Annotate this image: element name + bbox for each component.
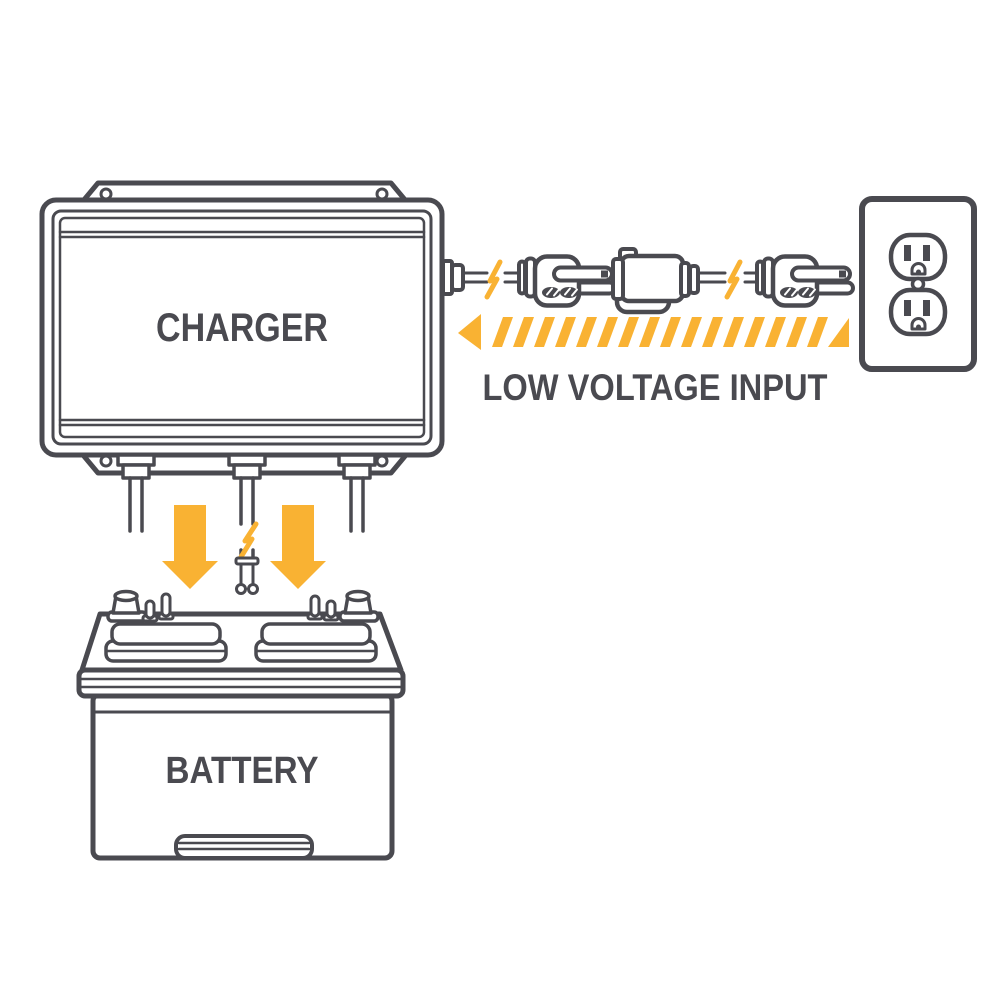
outlet-receptacle-upper xyxy=(888,232,948,282)
charger-case-inner-frame2 xyxy=(58,216,426,439)
cable-gland-icon xyxy=(232,463,262,480)
cable-break-bolt-icon xyxy=(484,259,503,300)
down-arrow-icon xyxy=(270,505,326,589)
ground-hole-icon xyxy=(910,317,927,331)
terminal-post-top xyxy=(345,589,371,603)
ring-terminal-icon xyxy=(247,583,259,595)
outlet-slot-icon xyxy=(904,300,911,316)
cable-gland-icon xyxy=(342,463,372,480)
battery-terminals xyxy=(106,589,380,623)
charger-panel-ridges xyxy=(58,230,426,427)
charger-cable-glands xyxy=(116,453,377,480)
terminal-stud-icon xyxy=(309,594,321,618)
outlet-slot-icon xyxy=(923,245,930,261)
terminal-stud-icon xyxy=(325,599,337,619)
charge-flow-arrows xyxy=(162,505,326,589)
ground-hole-icon xyxy=(910,262,927,276)
charger-cord-gland xyxy=(450,263,465,292)
battery-cell-caps xyxy=(104,622,378,663)
battery-ledge-ridges xyxy=(177,841,311,851)
cable-clamp xyxy=(234,556,260,566)
terminal-stud-icon xyxy=(160,592,172,618)
outlet-receptacle-lower xyxy=(888,287,948,337)
charger-case-inner-frame xyxy=(51,209,433,446)
battery-lid-rim xyxy=(76,667,406,699)
ring-terminal-icon xyxy=(235,583,247,595)
ground-hole-dot xyxy=(916,269,921,275)
battery-label: BATTERY xyxy=(166,750,319,792)
terminal-stud-icon xyxy=(144,599,156,620)
cable-break-bolt-icon xyxy=(238,521,259,560)
down-arrow-icon xyxy=(162,505,218,589)
terminal-post-top xyxy=(113,589,139,603)
battery-rim-ridges xyxy=(77,677,405,689)
low-voltage-arrow: LOW VOLTAGE INPUT xyxy=(458,314,849,408)
battery-lead-wires xyxy=(239,562,255,586)
ac-plug-icon xyxy=(519,257,615,306)
cable-gland-icon xyxy=(121,463,151,480)
ground-hole-dot xyxy=(916,324,921,330)
charger-label: CHARGER xyxy=(156,306,328,350)
ac-plug-icon xyxy=(757,257,853,306)
low-voltage-cord xyxy=(441,247,853,315)
cable-break-bolt-icon xyxy=(724,259,743,300)
battery-bottom-ledge xyxy=(174,834,314,860)
wall-outlet xyxy=(859,196,977,372)
cell-cap xyxy=(260,622,372,646)
arrow-head-left-icon xyxy=(458,314,481,350)
charger: CHARGER xyxy=(39,180,445,595)
arrow-stripes xyxy=(492,317,849,347)
outlet-slot-icon xyxy=(904,245,911,261)
outlet-slot-icon xyxy=(923,300,930,316)
battery: BATTERY xyxy=(76,589,406,861)
cell-cap xyxy=(110,622,222,646)
extension-socket-icon xyxy=(611,247,700,315)
low-voltage-input-label: LOW VOLTAGE INPUT xyxy=(483,367,828,408)
